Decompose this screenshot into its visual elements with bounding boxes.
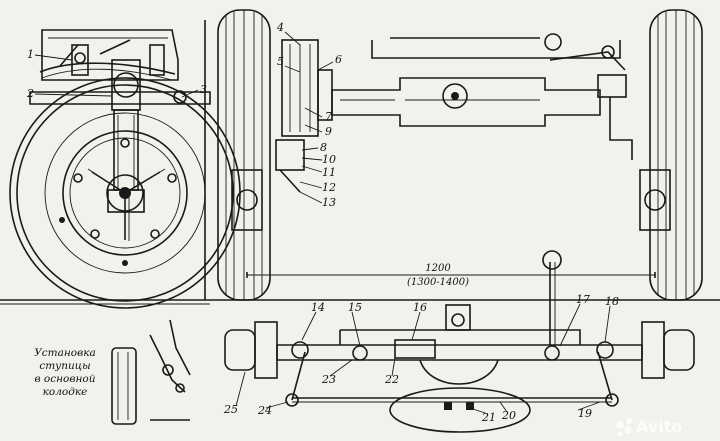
callout-20: 20 <box>501 409 516 422</box>
callout-2: 2 <box>26 87 34 100</box>
inset-caption-line-3: в основной <box>34 373 95 385</box>
callout-3: 3 <box>200 83 207 96</box>
avito-logo-icon <box>616 418 632 437</box>
callout-16: 16 <box>413 301 427 314</box>
callout-5: 5 <box>277 55 284 68</box>
inset-caption-line-2: ступицы <box>39 360 90 372</box>
callout-13: 13 <box>322 196 336 209</box>
callout-6: 6 <box>335 53 342 66</box>
hub-installation-inset <box>111 319 191 425</box>
side-view-axle-assembly <box>29 20 211 300</box>
watermark-text: Avito <box>636 417 682 436</box>
callout-24: 24 <box>257 404 272 417</box>
callout-23: 23 <box>321 373 336 386</box>
inset-caption-line-1: Установка <box>34 347 96 359</box>
callout-22: 22 <box>384 373 399 386</box>
inset-caption-line-4: колодке <box>43 386 88 398</box>
callout-4: 4 <box>276 21 284 34</box>
wheel-track-dimension: 1200 (1300-1400) <box>246 263 656 288</box>
plan-view-axle <box>224 250 695 433</box>
dimension-range: (1300-1400) <box>407 277 469 288</box>
callout-15: 15 <box>348 301 362 314</box>
callout-8: 8 <box>320 141 327 154</box>
callout-11: 11 <box>322 166 336 179</box>
callout-1: 1 <box>27 48 34 61</box>
front-view-right-wheel <box>639 9 703 301</box>
callout-9: 9 <box>325 125 332 138</box>
dimension-value: 1200 <box>425 263 451 274</box>
callout-numbers: 1 2 3 4 5 6 7 9 8 10 11 12 13 14 15 16 1… <box>26 21 619 424</box>
avito-watermark: Avito <box>616 417 682 437</box>
callout-17: 17 <box>576 293 590 306</box>
leader-lines <box>34 31 611 415</box>
callout-14: 14 <box>311 301 325 314</box>
callout-19: 19 <box>578 407 592 420</box>
callout-21: 21 <box>481 411 496 424</box>
callout-25: 25 <box>223 403 238 416</box>
callout-18: 18 <box>605 295 619 308</box>
callout-10: 10 <box>322 153 336 166</box>
front-view-axle-body <box>275 33 633 193</box>
front-view-left-wheel <box>217 9 271 301</box>
callout-12: 12 <box>322 181 336 194</box>
callout-7: 7 <box>325 110 332 123</box>
